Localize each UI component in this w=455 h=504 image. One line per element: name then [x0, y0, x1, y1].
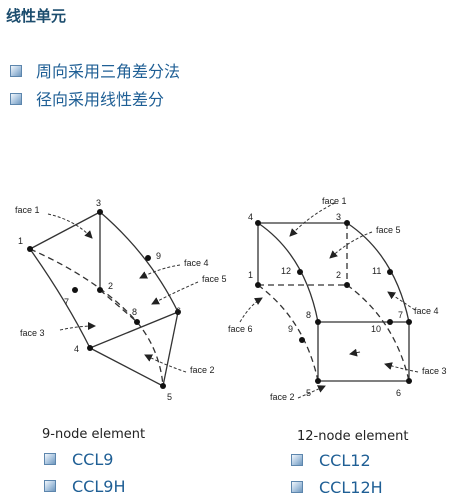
- bullet-square-icon: [291, 453, 303, 466]
- bullet-text: 周向采用三角差分法: [36, 62, 181, 81]
- svg-text:face 6: face 6: [228, 324, 253, 334]
- svg-text:4: 4: [248, 212, 253, 222]
- element-label: CCL9H: [72, 477, 126, 496]
- svg-text:7: 7: [64, 297, 69, 307]
- svg-text:2: 2: [108, 281, 113, 291]
- svg-text:face 3: face 3: [422, 366, 447, 376]
- svg-text:4: 4: [74, 344, 79, 354]
- svg-text:face 1: face 1: [15, 205, 40, 215]
- bullet-radial: 径向采用线性差分: [10, 86, 164, 110]
- svg-text:1: 1: [18, 236, 23, 246]
- svg-text:9: 9: [156, 251, 161, 261]
- svg-text:face 3: face 3: [20, 328, 45, 338]
- svg-text:10: 10: [371, 324, 381, 334]
- bullet-square-icon: [10, 92, 22, 105]
- left-figure-caption: 9-node element: [42, 427, 146, 442]
- svg-text:7: 7: [398, 310, 403, 320]
- bullet-square-icon: [291, 480, 303, 493]
- svg-text:face 4: face 4: [184, 258, 209, 268]
- element-item-ccl9: CCL9: [44, 450, 113, 469]
- svg-text:11: 11: [372, 266, 381, 276]
- svg-text:8: 8: [132, 307, 137, 317]
- bullet-square-icon: [44, 479, 56, 492]
- element-label: CCL12H: [319, 478, 383, 497]
- section-title: 线性单元: [6, 7, 67, 25]
- svg-text:5: 5: [167, 392, 172, 402]
- svg-text:face 2: face 2: [270, 392, 295, 402]
- twelve-node-element-diagram: face 1 face 2 face 3 face 4 face 5 face …: [228, 196, 447, 402]
- bullet-square-icon: [44, 452, 56, 465]
- svg-text:face 5: face 5: [376, 225, 401, 235]
- svg-text:face 4: face 4: [414, 306, 439, 316]
- svg-text:6: 6: [396, 388, 401, 398]
- element-item-ccl12: CCL12: [291, 451, 371, 470]
- nine-node-element-diagram: face 1 face 2 face 3 face 4 face 5 1 2 3…: [15, 198, 227, 402]
- svg-text:3: 3: [96, 198, 101, 208]
- svg-text:5: 5: [306, 388, 311, 398]
- svg-text:8: 8: [306, 310, 311, 320]
- bullet-text: 径向采用线性差分: [36, 90, 165, 109]
- svg-text:12: 12: [281, 266, 291, 276]
- bullet-square-icon: [10, 64, 22, 77]
- svg-text:face 2: face 2: [190, 365, 215, 375]
- bullet-circumferential: 周向采用三角差分法: [10, 58, 180, 82]
- element-label: CCL12: [319, 451, 371, 470]
- right-figure-caption: 12-node element: [297, 429, 409, 444]
- svg-text:2: 2: [336, 270, 341, 280]
- svg-text:1: 1: [248, 270, 253, 280]
- svg-text:face 5: face 5: [202, 274, 227, 284]
- svg-text:9: 9: [288, 324, 293, 334]
- svg-text:6: 6: [176, 306, 181, 316]
- element-item-ccl12h: CCL12H: [291, 478, 383, 497]
- svg-text:face 1: face 1: [322, 196, 347, 206]
- element-label: CCL9: [72, 450, 114, 469]
- element-item-ccl9h: CCL9H: [44, 477, 125, 496]
- svg-text:3: 3: [336, 212, 341, 222]
